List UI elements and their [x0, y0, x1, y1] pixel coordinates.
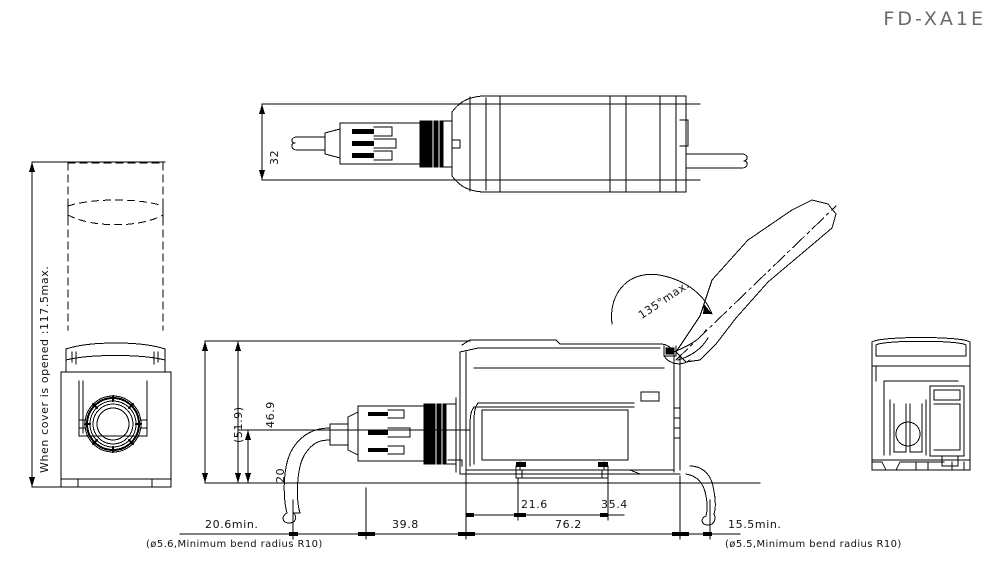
dim-body-span: 76.2 [555, 518, 582, 531]
dim-right-span: 35.4 [601, 498, 628, 511]
dim-lower-height: 20 [258, 467, 290, 509]
top-view-geometry [259, 95, 748, 193]
dim-left-cable-min: 20.6min. [205, 518, 259, 531]
dim-upper-height-text: 46.9 [264, 401, 278, 428]
dim-mid-span: 21.6 [521, 498, 548, 511]
right-end-view-geometry [871, 337, 971, 471]
page-title: FD-XA1E [883, 8, 986, 30]
dim-left-span: 39.8 [392, 518, 419, 531]
dim-lower-height-text: 20 [274, 467, 288, 483]
cover-open-note-text: When cover is opened :117.5max. [38, 265, 52, 473]
dim-upper-height: 46.9 [248, 401, 291, 454]
dim-right-cable-min: 15.5min. [728, 518, 782, 531]
cover-open-note: When cover is opened :117.5max. [22, 266, 246, 499]
dim-overall-bracket-text: (51.9) [232, 406, 246, 443]
dim-top-height-text: 32 [268, 149, 282, 165]
side-view-geometry [179, 199, 837, 540]
note-right-cable: (ø5.5,Minimum bend radius R10) [725, 539, 902, 550]
dim-lever-angle: 135°max. [620, 278, 695, 337]
note-left-cable: (ø5.6,Minimum bend radius R10) [146, 539, 323, 550]
left-end-view-geometry [29, 161, 172, 488]
dim-top-height: 32 [252, 149, 284, 191]
